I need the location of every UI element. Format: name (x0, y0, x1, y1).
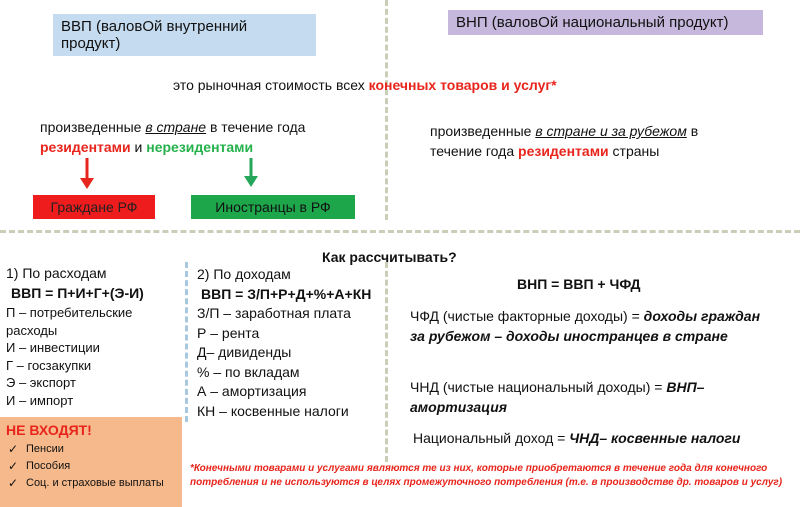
not-included-box: НЕ ВХОДЯТ! ✓Пенсии ✓Пособия ✓Соц. и стра… (0, 417, 182, 507)
expenses-item: Г – госзакупки (6, 357, 92, 373)
chfd-definition: ЧФД (чистые факторные доходы) = доходы г… (410, 306, 770, 346)
definition-highlight: конечных товаров и услуг* (368, 77, 557, 93)
gnp-description: произведенные в стране и за рубежом в те… (430, 121, 760, 161)
how-to-calculate-title: Как рассчитывать? (322, 249, 457, 265)
gnp-header: ВНП (валовОй национальный продукт) (448, 10, 763, 35)
chfd-label: ЧФД (чистые факторные доходы) = (410, 308, 640, 324)
incomes-item: З/П – заработная плата (197, 305, 351, 321)
foreigners-box: Иностранцы в РФ (191, 195, 355, 219)
expenses-list: П – потребительские расходы И – инвестиц… (6, 304, 132, 409)
not-included-item: ✓Соц. и страховые выплаты (8, 476, 164, 490)
incomes-formula: ВВП = З/П+Р+Д+%+А+КН (201, 286, 372, 302)
incomes-item: КН – косвенные налоги (197, 402, 349, 419)
expenses-item: расходы (6, 322, 58, 338)
chnd-value: ВНП– амортизация (410, 379, 705, 415)
gdp-desc-and: и (134, 139, 143, 155)
gdp-desc-during-year: в течение года (209, 119, 306, 135)
definition-prefix: это рыночная стоимость всех (173, 77, 365, 93)
incomes-title: 2) По доходам (197, 266, 291, 282)
gnp-desc-location: в стране и за рубежом (535, 123, 687, 139)
incomes-item: % – по вкладам (197, 363, 300, 380)
gnp-desc-text: произведенные (430, 123, 532, 139)
expenses-title: 1) По расходам (6, 265, 107, 281)
not-included-list: ✓Пенсии ✓Пособия ✓Соц. и страховые выпла… (8, 441, 164, 492)
gdp-header: ВВП (валовОй внутренний продукт) (53, 14, 316, 56)
not-included-item: ✓Пособия (8, 459, 71, 473)
gdp-desc-in-country: в стране (145, 119, 207, 135)
chfd-value: доходы граждан за рубежом – доходы иност… (410, 308, 761, 344)
red-arrow-icon (80, 158, 94, 189)
expenses-formula: ВВП = П+И+Г+(Э-И) (11, 285, 144, 301)
expenses-item: И – импорт (6, 392, 74, 408)
not-included-item: ✓Пенсии (8, 442, 64, 456)
gnp-desc-in: в (690, 123, 699, 139)
top-vertical-divider (385, 0, 388, 220)
chnd-label: ЧНД (чистые национальный доходы) = (410, 379, 663, 395)
citizens-box: Граждане РФ (33, 195, 155, 219)
check-icon: ✓ (8, 459, 19, 473)
gdp-description: произведенные в стране в течение года ре… (40, 117, 360, 157)
bottom-vertical-divider (385, 262, 388, 462)
gdp-desc-nonresidents: нерезидентами (146, 139, 254, 155)
incomes-item: А – амортизация (197, 383, 307, 399)
national-income-value: ЧНД– косвенные налоги (569, 430, 741, 446)
expenses-item: П – потребительские (6, 305, 133, 320)
check-icon: ✓ (8, 442, 19, 456)
expenses-item: Э – экспорт (6, 375, 76, 390)
gdp-desc-text: произведенные (40, 119, 142, 135)
incomes-list: З/П – заработная плата Р – рента Д– диви… (197, 304, 351, 421)
gnp-formula: ВНП = ВВП + ЧФД (517, 276, 641, 292)
national-income-definition: Национальный доход = ЧНД– косвенные нало… (413, 430, 740, 446)
middle-vertical-divider (185, 262, 188, 422)
incomes-item: Р – рента (197, 324, 260, 341)
gdp-desc-residents: резидентами (40, 139, 131, 155)
not-included-title: НЕ ВХОДЯТ! (6, 422, 92, 438)
horizontal-divider (0, 230, 800, 233)
national-income-label: Национальный доход = (413, 430, 566, 446)
check-icon: ✓ (8, 476, 19, 490)
expenses-item: И – инвестиции (6, 340, 100, 355)
footnote: *Конечными товарами и услугами являются … (190, 463, 783, 488)
incomes-item: Д– дивиденды (197, 344, 292, 360)
gnp-desc-residents: резидентами (518, 143, 609, 159)
green-arrow-icon (244, 158, 258, 187)
definition: это рыночная стоимость всех конечных тов… (173, 77, 557, 93)
chnd-definition: ЧНД (чистые национальный доходы) = ВНП– … (410, 377, 740, 417)
gnp-desc-country: страны (612, 143, 660, 159)
gnp-desc-during-year: течение года (430, 143, 515, 159)
